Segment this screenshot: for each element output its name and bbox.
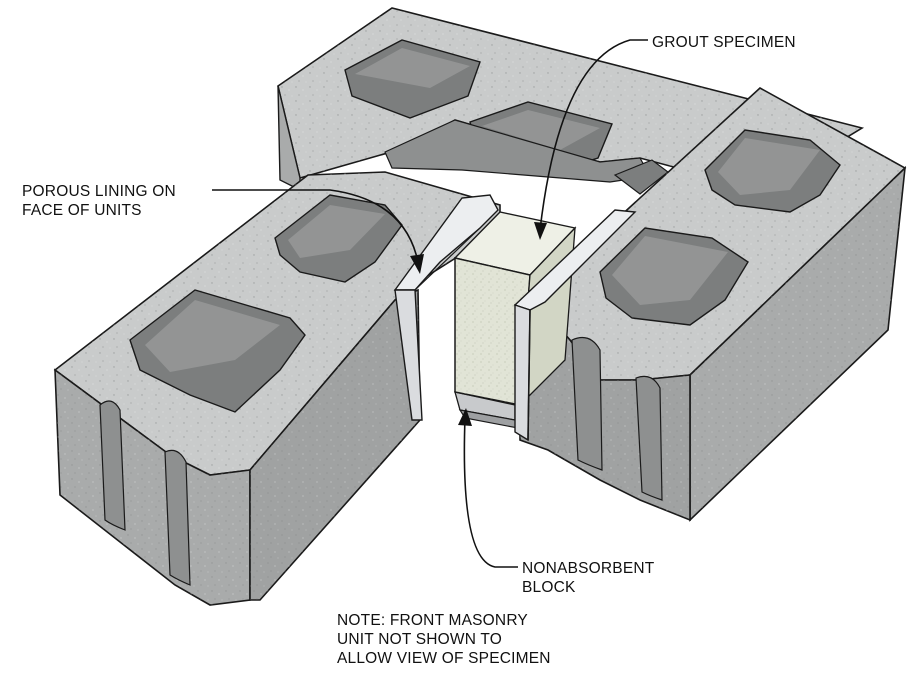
grout-specimen — [453, 211, 577, 407]
label-nonabsorbent-line2: BLOCK — [522, 579, 576, 596]
note-line2: UNIT NOT SHOWN TO — [337, 631, 502, 648]
left-masonry-unit — [53, 171, 501, 606]
label-porous-lining-line2: FACE OF UNITS — [22, 202, 142, 219]
label-nonabsorbent-line1: NONABSORBENT — [522, 560, 655, 577]
leader-nonabsorbent-block — [458, 408, 518, 568]
leader-porous-lining — [212, 189, 424, 274]
note-line1: NOTE: FRONT MASONRY — [337, 612, 528, 629]
leader-grout-specimen — [534, 39, 648, 240]
label-grout-specimen: GROUT SPECIMEN — [652, 34, 796, 51]
note-line3: ALLOW VIEW OF SPECIMEN — [337, 650, 551, 667]
porous-lining-right — [513, 209, 637, 442]
right-masonry-unit — [519, 87, 907, 522]
label-porous-lining-line1: POROUS LINING ON — [22, 183, 176, 200]
